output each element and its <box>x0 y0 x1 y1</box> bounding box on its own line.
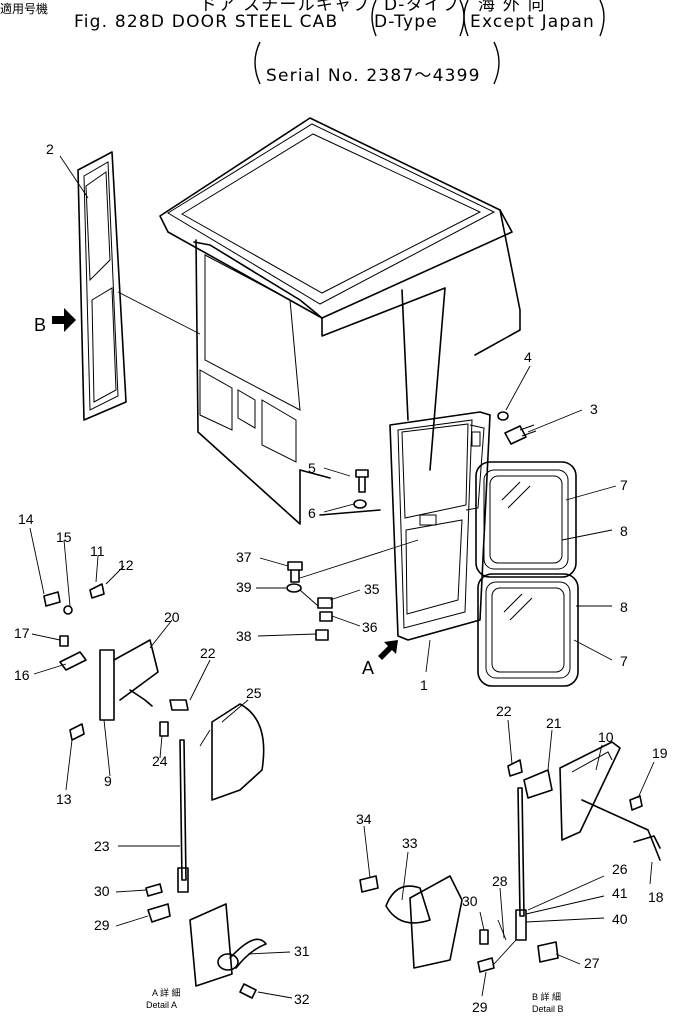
callout-19: 19 <box>652 745 668 761</box>
callout-22-b: 22 <box>496 703 512 719</box>
header-brackets <box>254 0 605 85</box>
callout-7-upper: 7 <box>620 477 628 493</box>
callout-33: 33 <box>402 835 418 851</box>
view-arrow-b <box>52 308 76 332</box>
callout-39: 39 <box>236 579 252 595</box>
view-label-b: B <box>34 315 46 335</box>
callout-2: 2 <box>46 141 54 157</box>
callout-29-b: 29 <box>472 999 488 1015</box>
callout-4: 4 <box>524 349 532 365</box>
callout-18: 18 <box>648 889 664 905</box>
callout-14: 14 <box>18 511 34 527</box>
window-upper <box>475 461 577 578</box>
callout-21: 21 <box>546 715 562 731</box>
leader-lines <box>29 155 655 999</box>
callout-35: 35 <box>364 581 380 597</box>
callout-3: 3 <box>590 401 598 417</box>
callout-30-a: 30 <box>94 883 110 899</box>
callout-7-lower: 7 <box>620 653 628 669</box>
header-jp-title: ドア スチールキャブ <box>200 0 371 15</box>
washer-39 <box>286 583 302 593</box>
callout-6: 6 <box>308 505 316 521</box>
detail-a-caption: Detail A <box>146 1000 177 1010</box>
callout-34: 34 <box>356 811 372 827</box>
assembly-lines-center <box>299 539 419 607</box>
callout-32: 32 <box>294 991 310 1007</box>
callout-40: 40 <box>612 911 628 927</box>
callout-36: 36 <box>362 619 378 635</box>
detail-a-drawing <box>43 583 267 999</box>
bolt-37 <box>287 561 303 583</box>
door-panel-b <box>77 151 201 421</box>
applicable-machines-label: 適用号機 <box>0 2 49 16</box>
callout-37: 37 <box>236 549 252 565</box>
header-jp-type: D-タイプ <box>384 0 461 15</box>
callout-10: 10 <box>598 729 614 745</box>
callout-30-b: 30 <box>462 893 478 909</box>
view-label-a: A <box>362 658 374 678</box>
callout-20: 20 <box>164 609 180 625</box>
bolt-3 <box>504 424 537 445</box>
detail-b-caption-jp: B 詳 細 <box>532 991 561 1002</box>
callout-13: 13 <box>56 791 72 807</box>
callout-1: 1 <box>420 677 428 693</box>
callout-12: 12 <box>118 557 134 573</box>
washer-6 <box>353 499 367 509</box>
door-frame <box>389 411 491 641</box>
callout-27: 27 <box>584 955 600 971</box>
callout-8-lower: 8 <box>620 599 628 615</box>
view-arrow-a <box>378 640 398 660</box>
detail-a-caption-jp: A 詳 細 <box>152 987 181 998</box>
callout-8-upper: 8 <box>620 523 628 539</box>
callout-15: 15 <box>56 529 72 545</box>
callout-24: 24 <box>152 753 168 769</box>
callout-41: 41 <box>612 885 628 901</box>
callout-28: 28 <box>492 873 508 889</box>
callout-22-a: 22 <box>200 645 216 661</box>
header-jp-except: 海 外 向 <box>478 0 546 15</box>
callout-16: 16 <box>14 667 30 683</box>
callout-17: 17 <box>14 625 30 641</box>
nut-36 <box>319 611 333 622</box>
callout-29-a: 29 <box>94 917 110 933</box>
detail-b-drawing <box>359 741 661 973</box>
callout-23: 23 <box>94 838 110 854</box>
plate-35 <box>317 597 333 609</box>
callout-26: 26 <box>612 861 628 877</box>
callout-5: 5 <box>308 460 316 476</box>
window-lower <box>477 573 579 687</box>
callout-numbers: 1 2 3 4 5 6 7 7 8 8 9 10 11 12 13 14 15 … <box>14 141 668 1015</box>
bolt-5 <box>355 469 369 493</box>
figure-title: Fig. 828D DOOR STEEL CAB <box>74 12 339 32</box>
type-label: D-Type <box>374 12 438 32</box>
serial-number-label: Serial No. 2387～4399 <box>266 66 481 86</box>
callout-9: 9 <box>104 773 112 789</box>
nut-38 <box>315 629 329 641</box>
callout-11: 11 <box>90 543 105 559</box>
callout-31: 31 <box>294 943 310 959</box>
except-label: Except Japan <box>470 12 595 32</box>
callout-25: 25 <box>246 685 262 701</box>
detail-b-caption: Detail B <box>532 1004 564 1014</box>
cab-body <box>159 117 521 525</box>
callout-38: 38 <box>236 628 252 644</box>
washer-4 <box>497 411 509 421</box>
